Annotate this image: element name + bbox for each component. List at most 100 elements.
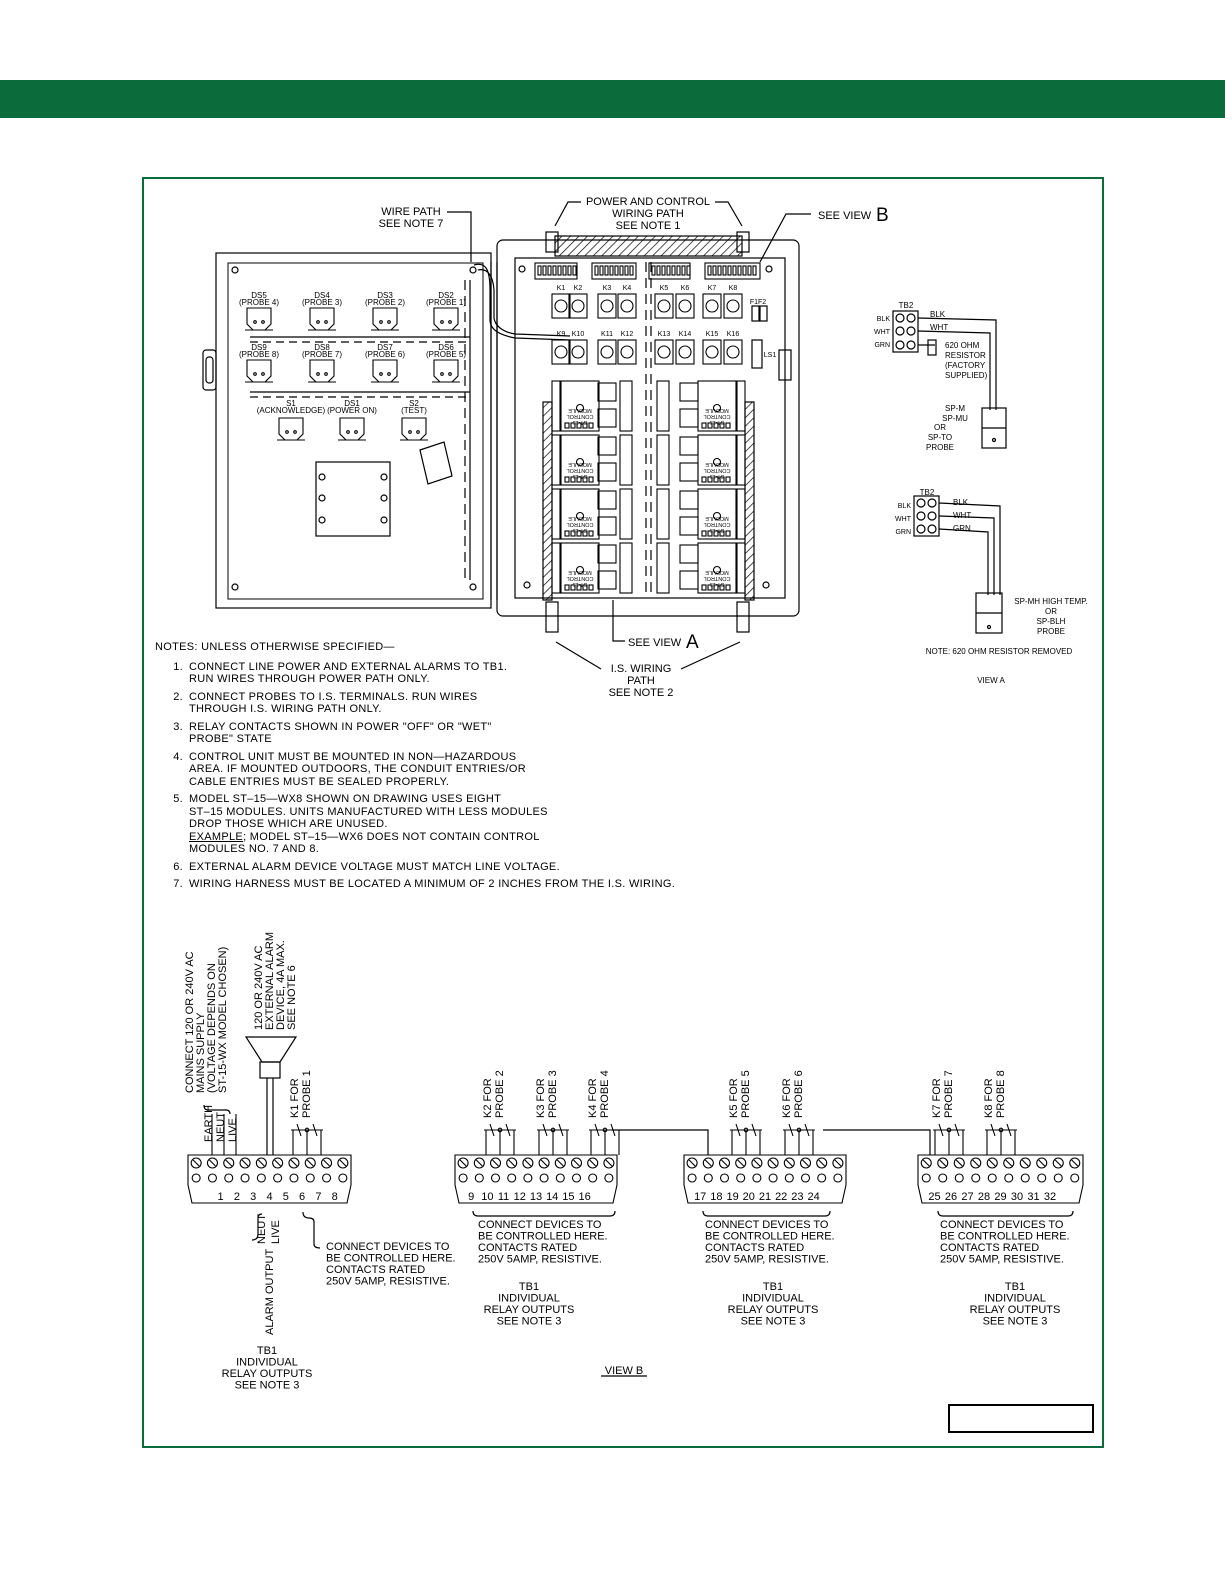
screw-slot	[323, 1159, 330, 1167]
terminal-number: 15	[562, 1191, 574, 1203]
lamp-id-label: DS8	[314, 343, 330, 352]
contact-node	[602, 1127, 608, 1133]
tb1-title: RELAY OUTPUTS	[222, 1368, 313, 1380]
terminal	[661, 265, 666, 276]
socket	[597, 436, 617, 456]
relay	[617, 339, 637, 365]
contact-node	[550, 1127, 556, 1133]
is-wiring-callout: PATH	[627, 675, 655, 687]
connect-devices-text: 250V 5AMP, RESISTIVE.	[940, 1254, 1064, 1266]
relay-coil	[705, 345, 719, 359]
indicator-lamp-dot	[316, 320, 320, 324]
terminal	[604, 265, 609, 276]
relay-label: K8	[729, 285, 738, 292]
terminal-screw	[703, 1173, 713, 1183]
note-number: 1.	[173, 660, 183, 673]
terminal-screw	[1053, 1173, 1063, 1183]
terminal	[686, 265, 691, 276]
connect-devices-text: CONTACTS RATED	[326, 1264, 425, 1276]
module-pin	[570, 584, 576, 591]
terminal-number: 6	[299, 1191, 305, 1203]
contact-nc	[735, 1123, 741, 1137]
screw-slot	[753, 1159, 761, 1167]
indicator-lamp-dot	[379, 372, 383, 376]
relay-coil	[571, 299, 585, 313]
terminal-screw	[987, 1173, 997, 1183]
relay-label: K11	[601, 331, 613, 338]
terminal-strip	[591, 262, 637, 280]
is-terminal	[656, 434, 670, 486]
module-label: CONTROL	[704, 575, 731, 581]
header-band	[0, 80, 1225, 118]
module-pin	[564, 476, 570, 483]
screw-slot	[459, 1159, 467, 1167]
screw-slot	[540, 1159, 548, 1167]
module-pin	[576, 476, 582, 483]
module-pin	[725, 584, 731, 591]
indicator-lamp-body	[309, 359, 335, 383]
relay-coil	[600, 345, 614, 359]
module-card	[560, 488, 600, 540]
terminal	[666, 265, 671, 276]
alarm-leg-label: LIVE	[270, 1220, 282, 1244]
terminal-screw	[751, 1157, 763, 1169]
module-label: ST-15	[573, 527, 588, 533]
wire-color-label: BLK	[877, 316, 891, 323]
module-label: ST-15	[710, 419, 725, 425]
terminal	[557, 265, 562, 276]
indicator-lamp-body	[433, 307, 459, 331]
terminal-screw	[767, 1157, 779, 1169]
terminal-number: 10	[481, 1191, 493, 1203]
terminal	[567, 265, 572, 276]
module-card	[560, 434, 600, 486]
view-a-title: VIEW A	[977, 676, 1005, 685]
relay-label: K3	[603, 285, 612, 292]
terminal	[651, 265, 656, 276]
indicator-lamp-dot	[448, 372, 452, 376]
supply-label: ST-15-WX MODEL CHOSEN)	[217, 947, 229, 1093]
indicator-lamp-dot	[253, 372, 257, 376]
module-label: ST-15	[573, 473, 588, 479]
terminal-screw	[938, 1173, 948, 1183]
relay-label: K2	[574, 285, 583, 292]
terminal-block-body	[454, 1154, 618, 1204]
relay-label: K12	[621, 331, 634, 338]
terminal-screw	[490, 1173, 501, 1183]
socket	[679, 490, 699, 510]
note-item: 5.MODEL ST–15—WX8 SHOWN ON DRAWING USES …	[155, 793, 755, 856]
relay-label: K9	[557, 331, 566, 338]
screw-slot	[209, 1159, 216, 1167]
indicator-lamp	[371, 359, 399, 383]
is-wiring-callout: I.S. WIRING	[611, 663, 672, 675]
tb2-label: TB2	[920, 488, 935, 497]
terminal-screw	[337, 1157, 349, 1169]
terminal-screw	[207, 1173, 217, 1183]
terminal-block-body	[917, 1154, 1084, 1204]
indicator-lamp-dot	[440, 372, 444, 376]
module-label: CONTROL	[704, 521, 731, 527]
module-pin	[588, 476, 594, 483]
terminal-screw	[953, 1157, 965, 1169]
view-b-title: VIEW B	[605, 1365, 644, 1377]
contact-node	[946, 1127, 952, 1133]
is-wiring-callout: SEE NOTE 2	[609, 687, 674, 699]
terminal-screw	[206, 1157, 218, 1169]
note-text: CONNECT PROBES TO I.S. TERMINALS. RUN WI…	[189, 690, 478, 716]
wire-path-callout: SEE NOTE 7	[379, 218, 444, 230]
module-pin	[707, 530, 713, 537]
tb1-terminal-block	[917, 1154, 1084, 1204]
wire-color-label: WHT	[874, 329, 891, 336]
side-terminal	[736, 434, 746, 486]
door-switch-dot	[293, 430, 297, 434]
lamp-id-label: DS2	[438, 291, 454, 300]
socket	[679, 382, 699, 402]
supply-label: MAINS SUPPLY	[195, 1012, 207, 1093]
power-path-callout: SEE NOTE 1	[616, 220, 681, 232]
contact-no	[505, 1123, 511, 1137]
screw-slot	[274, 1159, 282, 1167]
terminal-screw	[1004, 1173, 1014, 1183]
module-pin	[701, 530, 707, 537]
switch-id-label: DS1	[344, 399, 360, 408]
note-number: 4.	[173, 750, 183, 763]
terminal-screw	[784, 1173, 794, 1183]
